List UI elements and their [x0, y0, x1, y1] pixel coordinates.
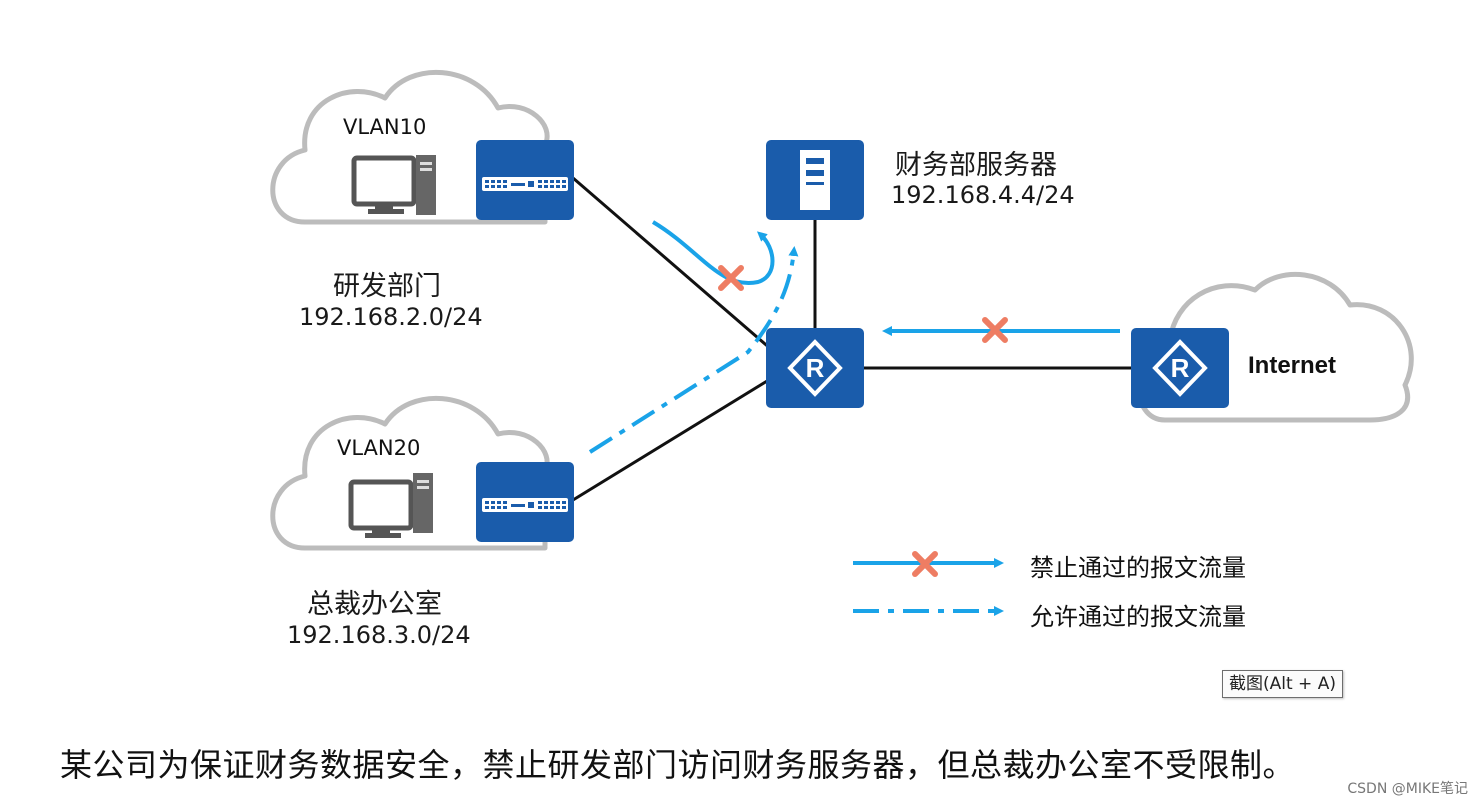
screenshot-tooltip: 截图(Alt + A) — [1222, 670, 1343, 698]
block-cross-icon — [718, 265, 744, 291]
caption: 某公司为保证财务数据安全，禁止研发部门访问财务服务器，但总裁办公室不受限制。 — [60, 746, 1296, 784]
legend-allowed-label: 允许通过的报文流量 — [1030, 603, 1246, 631]
vlan10-label: VLAN10 — [343, 115, 427, 139]
ceo-office-name: 总裁办公室 — [307, 589, 442, 620]
router-glyph: R — [806, 353, 825, 383]
vlan20-label: VLAN20 — [337, 436, 421, 460]
internet-label: Internet — [1248, 352, 1337, 379]
pc-icon — [351, 155, 436, 215]
router-glyph: R — [1171, 353, 1190, 383]
server-name: 财务部服务器 — [895, 150, 1057, 181]
link-switch2-router — [572, 376, 773, 502]
blocked-flow-rd — [651, 220, 775, 286]
legend-blocked-symbol — [853, 551, 1004, 577]
block-cross-icon — [982, 317, 1008, 343]
link-switch1-router — [572, 176, 773, 352]
rd-dept-name: 研发部门 — [333, 271, 441, 302]
allowed-flow-ceo — [588, 246, 799, 454]
router-icon: R — [1131, 328, 1229, 408]
switch-icon — [476, 140, 574, 220]
server-icon — [766, 140, 864, 220]
watermark: CSDN @MIKE笔记 — [1347, 781, 1468, 797]
switch-icon — [476, 462, 574, 542]
ceo-office-subnet: 192.168.3.0/24 — [287, 621, 471, 649]
rd-dept-subnet: 192.168.2.0/24 — [299, 303, 483, 331]
legend-blocked-label: 禁止通过的报文流量 — [1030, 554, 1246, 582]
router-icon: R — [766, 328, 864, 408]
pc-icon — [348, 473, 433, 538]
server-ip: 192.168.4.4/24 — [891, 181, 1075, 209]
